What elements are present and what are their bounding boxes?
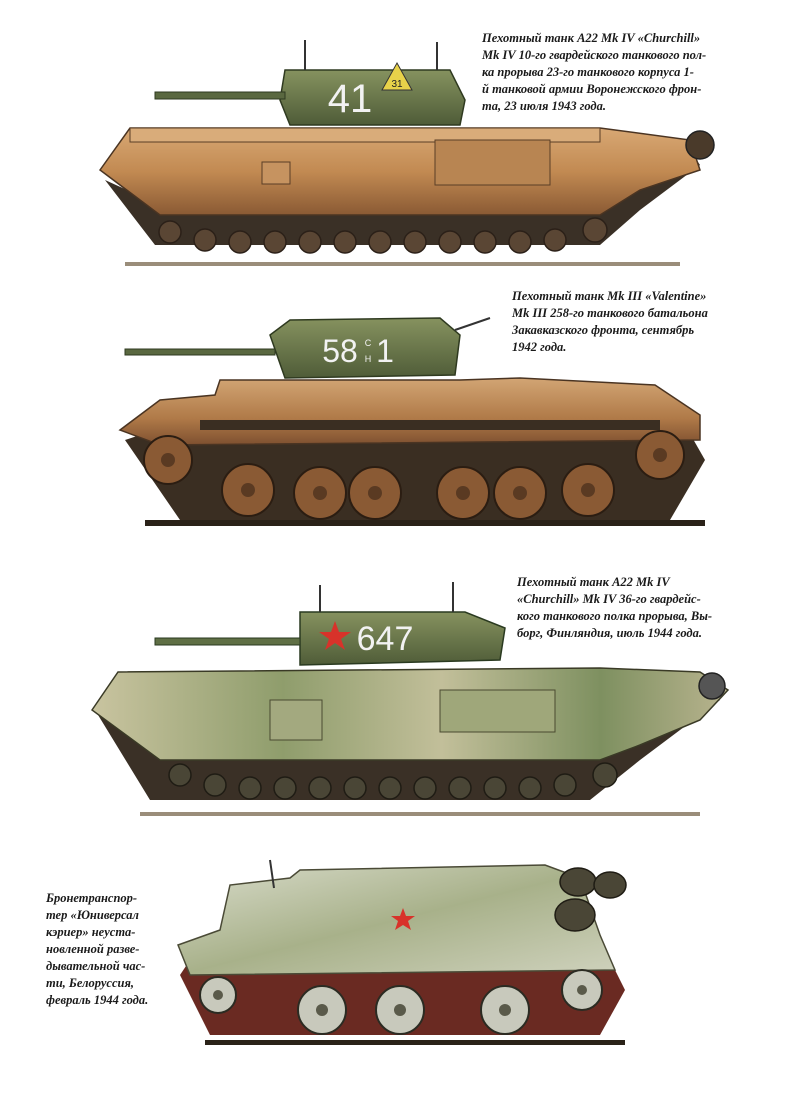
plate-3-caption: Пехотный танк А22 Mk IV «Churchill» Mk I…: [517, 574, 742, 642]
red-star-emblem: [391, 908, 415, 930]
unit-badge: [381, 61, 413, 91]
turret-number: 41: [328, 77, 373, 121]
turret-number: 647: [357, 620, 414, 658]
caption-line: тер «Юниверсал: [46, 908, 139, 922]
caption-line: кого танкового полка прорыва, Вы-: [517, 609, 713, 623]
caption-line: 1942 года.: [512, 340, 567, 354]
churchill-tank-2-illustration: 647: [90, 582, 730, 816]
valentine-tank-illustration: 58 C H 1: [118, 317, 705, 526]
red-star-emblem: [319, 621, 351, 650]
caption-line: Пехотный танк А22 Mk IV: [517, 575, 670, 589]
caption-line: кэриер» неуста-: [46, 925, 136, 939]
ground-line: [140, 812, 700, 816]
plate-2-caption: Пехотный танк Mk III «Valentine» Mk III …: [512, 288, 742, 356]
turret-number: 58: [322, 333, 358, 369]
caption-line: борг, Финляндия, июль 1944 года.: [517, 626, 703, 640]
caption-line: ка прорыва 23-го танкового корпуса 1-: [482, 65, 694, 79]
plate-1-caption: Пехотный танк А22 Mk IV «Churchill» Mk I…: [482, 30, 782, 115]
turret-sub-letter: H: [365, 354, 372, 364]
ground-line: [205, 1040, 625, 1045]
caption-line: Пехотный танк Mk III «Valentine»: [512, 289, 707, 303]
caption-line: Закавказского фронта, сентябрь: [512, 323, 695, 337]
caption-line: Mk III 258-го танкового батальона: [512, 306, 708, 320]
caption-line: Бронетранспор-: [46, 891, 138, 905]
caption-line: та, 23 июля 1943 года.: [482, 99, 606, 113]
caption-line: новленной разве-: [46, 942, 140, 956]
caption-line: й танковой армии Воронежского фрон-: [482, 82, 702, 96]
badge-number: 31: [391, 79, 403, 90]
ground-line: [125, 262, 680, 266]
turret-sup-letter: C: [365, 338, 372, 348]
churchill-tank-1-illustration: 41 31: [98, 40, 715, 266]
caption-line: Пехотный танк А22 Mk IV «Churchill»: [482, 31, 701, 45]
caption-line: Mk IV 10-го гвардейского танкового пол-: [482, 48, 707, 62]
plate-4-caption: Бронетранспор- тер «Юниверсал кэриер» не…: [46, 890, 166, 1009]
caption-line: дывательной час-: [46, 959, 146, 973]
turret-suffix: 1: [376, 333, 394, 369]
caption-line: февраль 1944 года.: [46, 993, 149, 1007]
universal-carrier-illustration: [177, 859, 627, 1045]
caption-line: ти, Белоруссия,: [46, 976, 135, 990]
ground-line: [145, 520, 705, 526]
caption-line: «Churchill» Mk IV 36-го гвардейс-: [517, 592, 701, 606]
